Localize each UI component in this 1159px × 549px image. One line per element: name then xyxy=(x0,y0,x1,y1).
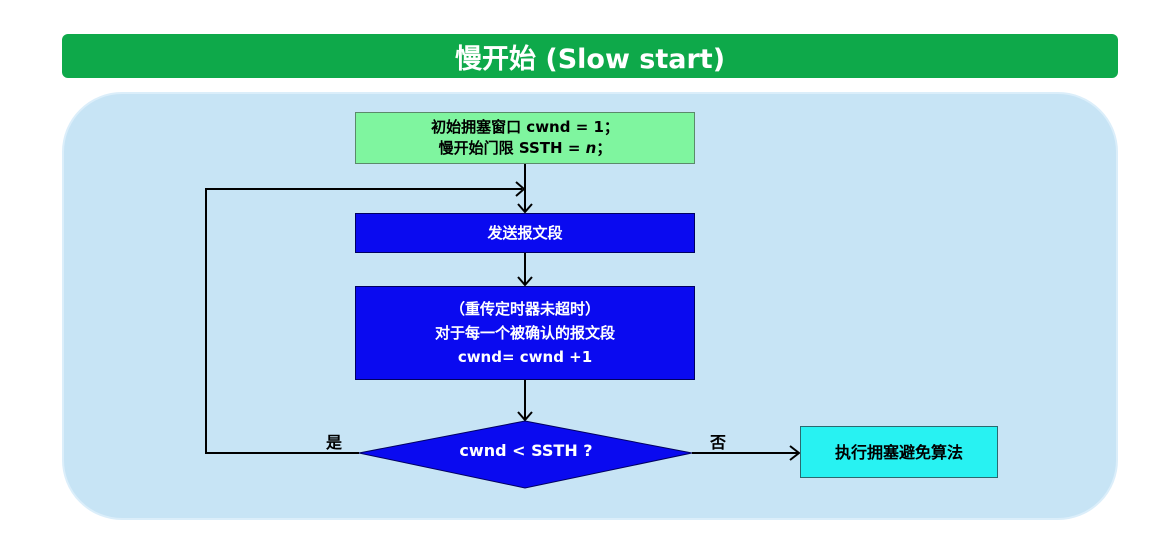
arrowhead-loop-entry xyxy=(515,181,526,197)
arrowhead-update xyxy=(517,276,533,287)
send-segment-text: 发送报文段 xyxy=(487,223,563,242)
yes-label: 是 xyxy=(326,433,343,452)
update-cwnd-box: （重传定时器未超时） 对于每一个被确认的报文段 cwnd= cwnd +1 xyxy=(355,286,695,380)
page-title: 慢开始 (Slow start) xyxy=(62,34,1118,78)
init-line-1: 初始拥塞窗口 cwnd = 1； xyxy=(431,118,619,136)
arrowhead-avoid xyxy=(789,445,801,461)
congestion-avoidance-text: 执行拥塞避免算法 xyxy=(834,442,963,462)
arrowhead-send xyxy=(517,203,533,214)
decision-text: cwnd < SSTH ? xyxy=(459,441,593,460)
no-label: 否 xyxy=(710,433,727,452)
loop-back-line xyxy=(205,188,522,454)
init-box: 初始拥塞窗口 cwnd = 1； 慢开始门限 SSTH = n； xyxy=(355,112,695,164)
init-line-2: 慢开始门限 SSTH = n； xyxy=(438,139,612,157)
arrowhead-decision xyxy=(517,411,533,422)
decision-diamond xyxy=(358,420,693,489)
congestion-avoidance-box: 执行拥塞避免算法 xyxy=(800,426,998,478)
update-line-2: 对于每一个被确认的报文段 xyxy=(434,324,615,342)
send-segment-box: 发送报文段 xyxy=(355,213,695,253)
update-line-3: cwnd= cwnd +1 xyxy=(457,348,593,366)
update-line-1: （重传定时器未超时） xyxy=(449,300,600,318)
